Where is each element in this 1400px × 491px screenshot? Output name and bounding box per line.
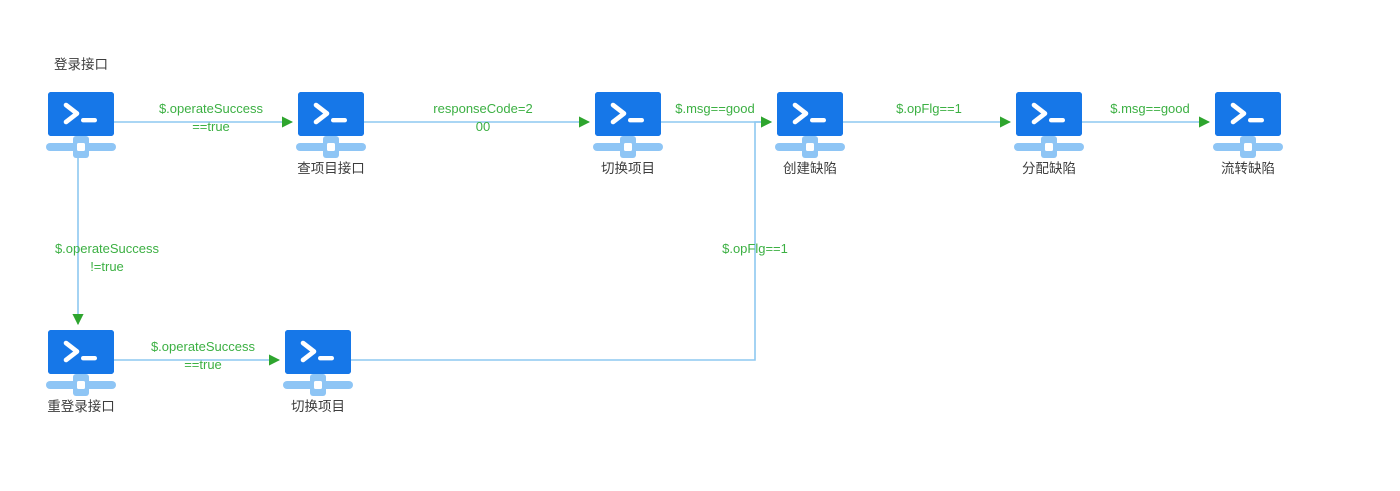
- node-relogin-handle[interactable]: [46, 374, 116, 396]
- node-query-project-handle[interactable]: [296, 136, 366, 158]
- terminal-prompt-icon: [48, 92, 114, 136]
- node-create-defect-box[interactable]: [777, 92, 843, 136]
- terminal-prompt-icon: [48, 330, 114, 374]
- node-switch-project-top-handle[interactable]: [593, 136, 663, 158]
- node-relogin-box[interactable]: [48, 330, 114, 374]
- node-switch-project-top-box[interactable]: [595, 92, 661, 136]
- connector-handle-icon: [1213, 136, 1283, 158]
- node-assign-defect-box[interactable]: [1016, 92, 1082, 136]
- edge-label-query-to-switch: responseCode=2 00: [433, 101, 533, 134]
- edge-label-assign-to-transfer: $.msg==good: [1110, 101, 1190, 116]
- connector-handle-icon: [1014, 136, 1084, 158]
- node-assign-defect-label: 分配缺陷: [1022, 161, 1076, 176]
- node-switch-project-bottom-box[interactable]: [285, 330, 351, 374]
- node-assign-defect-handle[interactable]: [1014, 136, 1084, 158]
- node-query-project-label: 查项目接口: [297, 161, 365, 176]
- terminal-prompt-icon: [595, 92, 661, 136]
- terminal-prompt-icon: [777, 92, 843, 136]
- edge-label-login-to-relogin: $.operateSuccess !=true: [54, 241, 160, 274]
- connector-handle-icon: [46, 374, 116, 396]
- edge-label-switch-bottom-to-create: $.opFlg==1: [722, 241, 788, 256]
- node-create-defect-handle[interactable]: [775, 136, 845, 158]
- terminal-prompt-icon: [1215, 92, 1281, 136]
- node-transfer-defect-box[interactable]: [1215, 92, 1281, 136]
- terminal-prompt-icon: [298, 92, 364, 136]
- node-login-label: 登录接口: [54, 57, 108, 72]
- node-relogin-label: 重登录接口: [47, 399, 115, 414]
- node-switch-project-bottom-label: 切换项目: [291, 399, 345, 414]
- node-query-project-box[interactable]: [298, 92, 364, 136]
- connector-handle-icon: [775, 136, 845, 158]
- connector-handle-icon: [296, 136, 366, 158]
- node-create-defect-label: 创建缺陷: [783, 161, 837, 176]
- node-transfer-defect-handle[interactable]: [1213, 136, 1283, 158]
- connector-handle-icon: [46, 136, 116, 158]
- edge-label-switch-to-create: $.msg==good: [675, 101, 755, 116]
- node-login-box[interactable]: [48, 92, 114, 136]
- node-switch-project-bottom-handle[interactable]: [283, 374, 353, 396]
- node-switch-project-top-label: 切换项目: [601, 161, 655, 176]
- terminal-prompt-icon: [1016, 92, 1082, 136]
- edge-label-relogin-to-switch: $.operateSuccess ==true: [150, 339, 256, 372]
- edge-label-create-to-assign: $.opFlg==1: [896, 101, 962, 116]
- node-transfer-defect-label: 流转缺陷: [1221, 161, 1275, 176]
- terminal-prompt-icon: [285, 330, 351, 374]
- connector-handle-icon: [283, 374, 353, 396]
- edge-label-login-to-query: $.operateSuccess ==true: [158, 101, 264, 134]
- connector-handle-icon: [593, 136, 663, 158]
- node-login-handle[interactable]: [46, 136, 116, 158]
